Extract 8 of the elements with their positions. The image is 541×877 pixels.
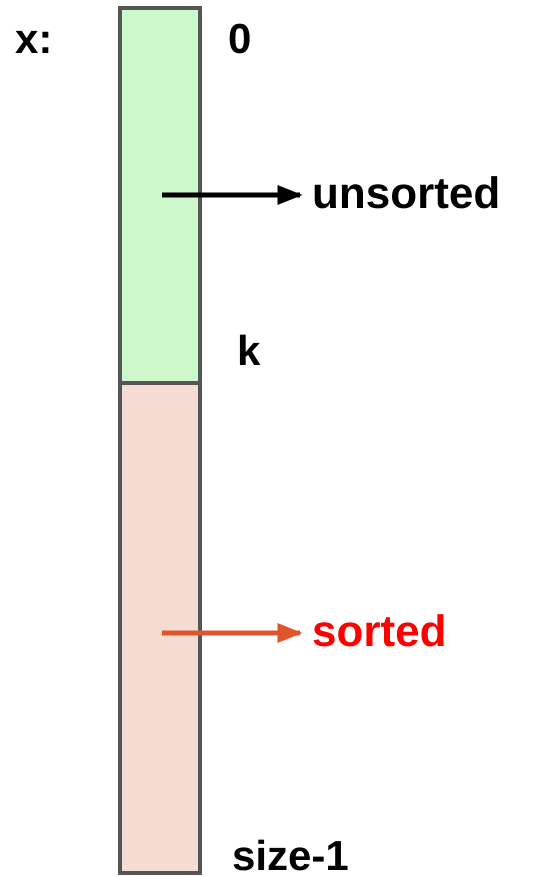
array-name: x:: [15, 18, 52, 60]
region-label: unsorted: [312, 172, 500, 216]
region-label: sorted: [312, 610, 446, 654]
arrow: [162, 623, 302, 643]
index-label: size-1: [232, 835, 349, 877]
index-label: 0: [228, 18, 252, 60]
index-label: k: [237, 330, 260, 372]
arrow: [162, 185, 302, 205]
